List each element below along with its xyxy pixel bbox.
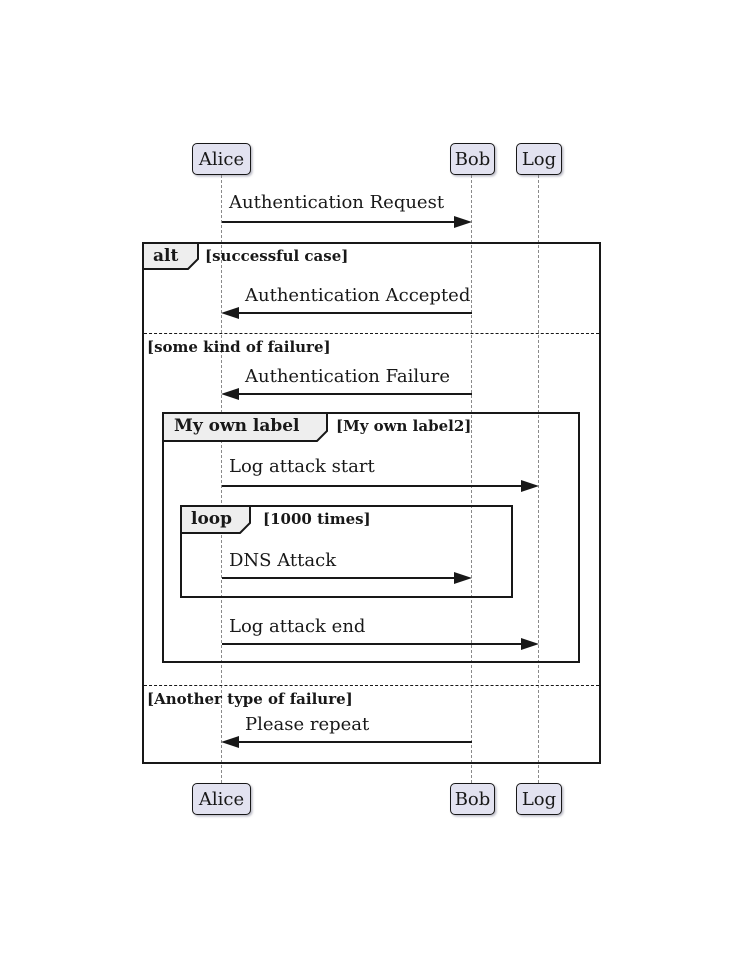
arrowhead-icon xyxy=(454,216,472,228)
message-label: Log attack end xyxy=(229,616,366,637)
pentagon-shape xyxy=(162,412,328,442)
participant-label: Bob xyxy=(454,148,491,170)
lifeline-bob xyxy=(471,175,472,783)
alt-guard-1: [successful case] xyxy=(205,247,349,265)
lifeline-alice xyxy=(221,175,222,783)
message-label: Please repeat xyxy=(245,714,370,735)
pentagon-shape xyxy=(180,505,251,534)
message-label: Authentication Accepted xyxy=(245,285,471,306)
arrowhead-icon xyxy=(221,388,239,400)
alt-frame-label-pentagon xyxy=(142,242,199,270)
arrowhead-icon xyxy=(221,736,239,748)
alt-divider-1 xyxy=(144,333,599,334)
participant-label: Alice xyxy=(198,788,245,810)
message-line xyxy=(238,393,472,395)
alt-divider-2 xyxy=(144,685,599,686)
participant-bob-bottom: Bob xyxy=(450,783,495,815)
arrowhead-icon xyxy=(521,480,539,492)
arrowhead-icon xyxy=(221,307,239,319)
participant-log-bottom: Log xyxy=(516,783,562,815)
lifeline-log xyxy=(538,175,539,783)
loop-label-pentagon xyxy=(180,505,251,534)
participant-label: Alice xyxy=(198,148,245,170)
message-label: DNS Attack xyxy=(229,550,337,571)
alt-keyword: alt xyxy=(153,246,179,266)
custom-group-label-pentagon xyxy=(162,412,328,442)
participant-alice-top: Alice xyxy=(192,143,251,175)
participant-label: Log xyxy=(521,788,557,810)
participant-label: Bob xyxy=(454,788,491,810)
participant-log-top: Log xyxy=(516,143,562,175)
message-label: Log attack start xyxy=(229,456,375,477)
message-line xyxy=(222,485,523,487)
alt-guard-2: [some kind of failure] xyxy=(147,338,331,356)
loop-frame xyxy=(180,505,513,598)
message-line xyxy=(222,221,456,223)
pentagon-shape xyxy=(142,242,199,270)
alt-guard-3: [Another type of failure] xyxy=(147,690,353,708)
loop-keyword: loop xyxy=(191,509,233,529)
custom-group-frame xyxy=(162,412,580,663)
custom-group-guard: [My own label2] xyxy=(336,417,472,435)
arrowhead-icon xyxy=(454,572,472,584)
message-label: Authentication Failure xyxy=(245,366,450,387)
alt-frame xyxy=(142,242,601,764)
message-line xyxy=(238,741,472,743)
participant-alice-bottom: Alice xyxy=(192,783,251,815)
arrowhead-icon xyxy=(521,638,539,650)
loop-guard: [1000 times] xyxy=(263,510,371,528)
participant-bob-top: Bob xyxy=(450,143,495,175)
custom-group-keyword: My own label xyxy=(174,416,300,436)
message-line xyxy=(222,577,456,579)
message-line xyxy=(222,643,523,645)
message-line xyxy=(238,312,472,314)
participant-label: Log xyxy=(521,148,557,170)
message-label: Authentication Request xyxy=(229,192,445,213)
